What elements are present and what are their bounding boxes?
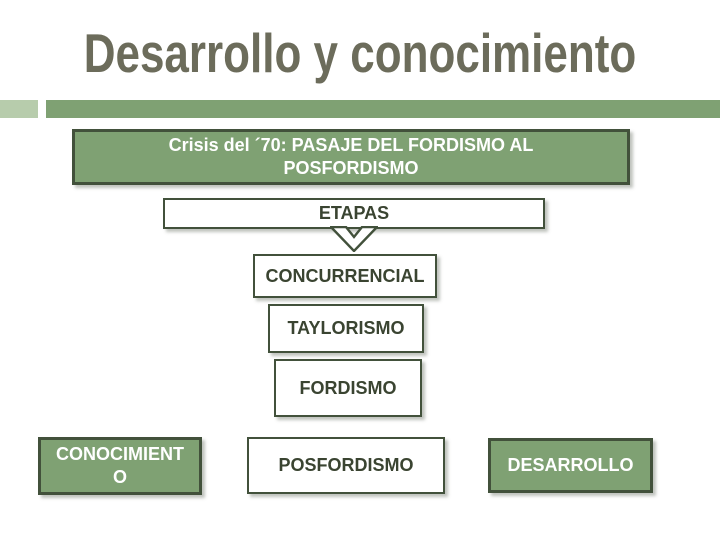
bottom-box-conocimiento-line1: CONOCIMIENT <box>56 444 184 464</box>
down-arrow-icon <box>330 226 378 252</box>
stage-box-concurrencial: CONCURRENCIAL <box>253 254 437 298</box>
bottom-box-conocimiento-line2: O <box>112 467 127 487</box>
crisis-box-line1: Crisis del ´70: PASAJE DEL FORDISMO AL <box>168 135 534 155</box>
crisis-box-line2: POSFORDISMO <box>283 158 419 178</box>
stage-box-taylorismo-label: TAYLORISMO <box>287 318 405 338</box>
stage-box-fordismo: FORDISMO <box>274 359 422 417</box>
stage-box-fordismo-label: FORDISMO <box>299 377 397 398</box>
bottom-box-posfordismo: POSFORDISMO <box>247 437 445 494</box>
accent-square <box>0 100 38 118</box>
accent-bar <box>46 100 720 118</box>
bottom-box-posfordismo-label: POSFORDISMO <box>278 455 414 475</box>
etapas-box: ETAPAS <box>163 198 545 229</box>
stage-box-taylorismo: TAYLORISMO <box>268 304 424 353</box>
bottom-box-desarrollo-label: DESARROLLO <box>507 455 634 475</box>
bottom-box-desarrollo: DESARROLLO <box>488 438 653 493</box>
crisis-box: Crisis del ´70: PASAJE DEL FORDISMO AL P… <box>72 129 630 185</box>
page-title: Desarrollo y conocimiento <box>83 22 637 84</box>
stage-box-concurrencial-label: CONCURRENCIAL <box>265 265 425 286</box>
bottom-box-conocimiento: CONOCIMIENT O <box>38 437 202 495</box>
etapas-box-label: ETAPAS <box>318 203 390 223</box>
